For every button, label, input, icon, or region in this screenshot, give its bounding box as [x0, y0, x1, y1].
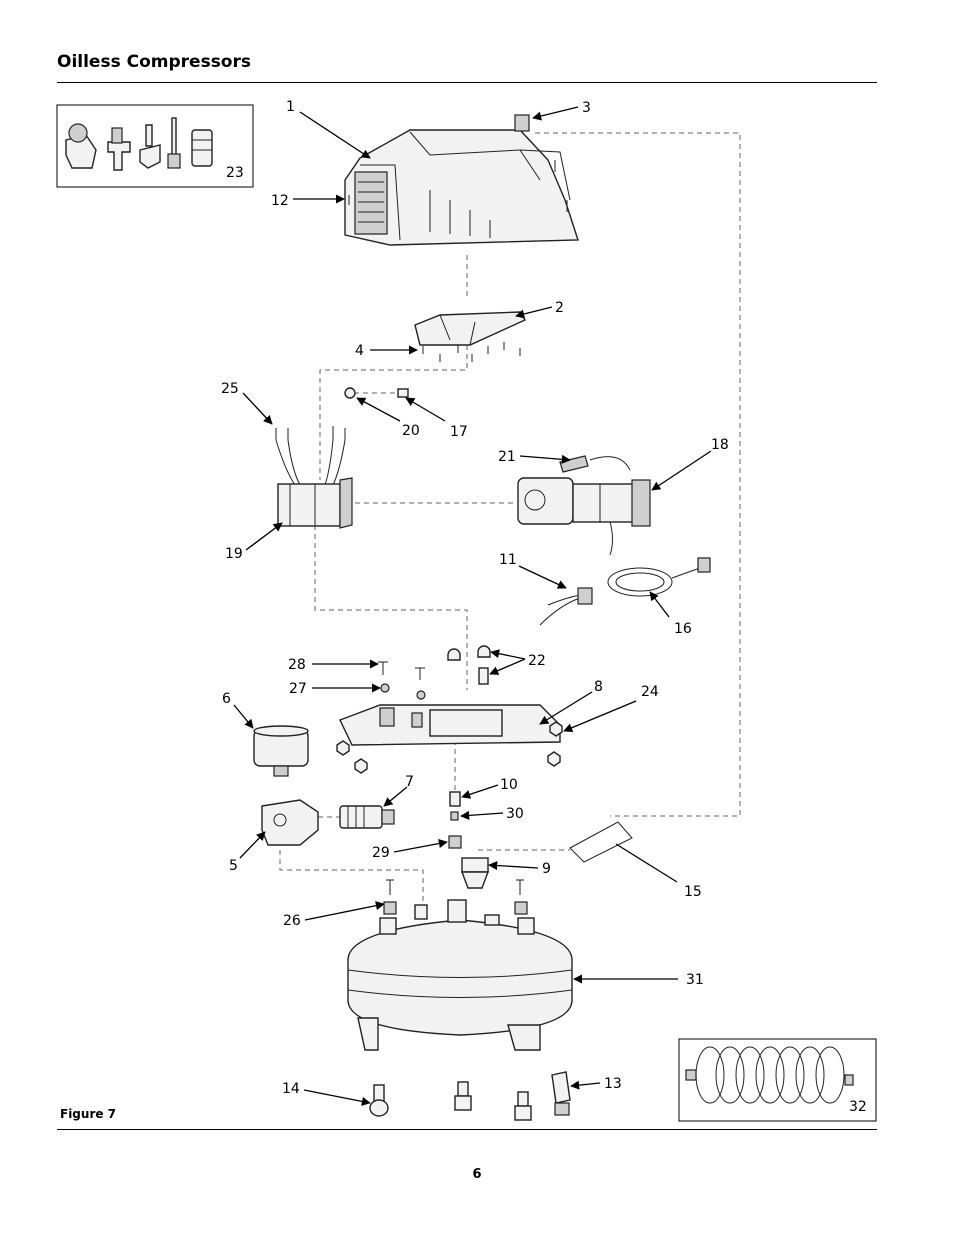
nuts-part-24: [336, 721, 563, 774]
wire-part-11: [539, 587, 593, 626]
figure-label: Figure 7: [60, 1107, 117, 1121]
screw-part-3: [514, 114, 530, 132]
callout-numbers: 1 3 23 12 2 4 25 20 17 18 21 19 11 16 28…: [221, 99, 867, 1115]
callout-28: 28: [288, 657, 306, 673]
callout-3: 3: [582, 100, 591, 116]
fitting-part-17: [397, 388, 409, 398]
callout-29: 29: [372, 845, 390, 861]
callout-6: 6: [222, 691, 231, 707]
callout-13: 13: [604, 1076, 622, 1092]
air-filter: [253, 725, 309, 777]
check-valve-part-7: [339, 805, 395, 829]
wire-part-21: [559, 455, 589, 473]
pressure-switch-part-9: [460, 857, 490, 889]
callout-23: 23: [226, 165, 244, 181]
grommets-part-22: [447, 645, 491, 685]
drain-valve-part-14: [369, 1084, 389, 1117]
callout-4: 4: [355, 343, 364, 359]
washers-part-27: [380, 683, 426, 700]
callout-12: 12: [271, 193, 289, 209]
pump-assembly: [517, 456, 651, 556]
air-hose-box: [678, 1038, 877, 1122]
callout-2: 2: [555, 300, 564, 316]
baffle-plate: [414, 311, 527, 346]
callout-32: 32: [849, 1099, 867, 1115]
accessory-tee-icon: [107, 127, 131, 171]
callout-9: 9: [542, 861, 551, 877]
fitting-part-10: [449, 791, 461, 807]
callout-19: 19: [225, 546, 243, 562]
screws-cover: [348, 160, 568, 212]
callout-11: 11: [499, 552, 517, 568]
shroud-cover: [344, 129, 579, 246]
feet-parts: [454, 1081, 532, 1121]
callout-30: 30: [506, 806, 524, 822]
callout-22: 22: [528, 653, 546, 669]
motor-housing: [277, 477, 353, 529]
oring-part-30: [450, 811, 459, 821]
accessory-kit-box: [56, 104, 254, 188]
page-title: Oilless Compressors: [57, 52, 251, 72]
fitting-part-13: [551, 1071, 571, 1116]
assembly-lines: [279, 132, 741, 905]
accessory-inflation-needle-icon: [167, 117, 181, 169]
screws-part-28: [378, 661, 425, 680]
callout-leaders: [233, 106, 712, 1106]
screws-part-26: [383, 879, 528, 915]
tube-part-15: [569, 821, 633, 863]
footer-rule: [57, 1129, 877, 1130]
callout-16: 16: [674, 621, 692, 637]
callout-10: 10: [500, 777, 518, 793]
power-cord: [607, 557, 711, 597]
callout-31: 31: [686, 972, 704, 988]
accessory-blow-nozzle-icon: [139, 124, 161, 169]
accessory-adapter-icon: [191, 129, 213, 167]
base-plate: [339, 704, 561, 746]
air-tank: [347, 899, 573, 1051]
header-rule: [57, 82, 877, 83]
callout-17: 17: [450, 424, 468, 440]
screws-part-25: [275, 426, 346, 486]
page-number: 6: [472, 1167, 482, 1182]
callout-20: 20: [402, 423, 420, 439]
screws-part-4: [422, 342, 521, 362]
washer-part-20: [344, 387, 356, 399]
callout-18: 18: [711, 437, 729, 453]
callout-25: 25: [221, 381, 239, 397]
accessory-chuck-icon: [65, 123, 97, 169]
callout-26: 26: [283, 913, 301, 929]
callout-8: 8: [594, 679, 603, 695]
callout-21: 21: [498, 449, 516, 465]
fitting-part-29: [448, 835, 462, 849]
callout-7: 7: [405, 774, 414, 790]
coiled-hose-icon: [685, 1046, 854, 1104]
callout-5: 5: [229, 858, 238, 874]
callout-1: 1: [286, 99, 295, 115]
callout-24: 24: [641, 684, 659, 700]
callout-14: 14: [282, 1081, 300, 1097]
callout-27: 27: [289, 681, 307, 697]
manifold-part-5: [261, 799, 319, 846]
callout-15: 15: [684, 884, 702, 900]
